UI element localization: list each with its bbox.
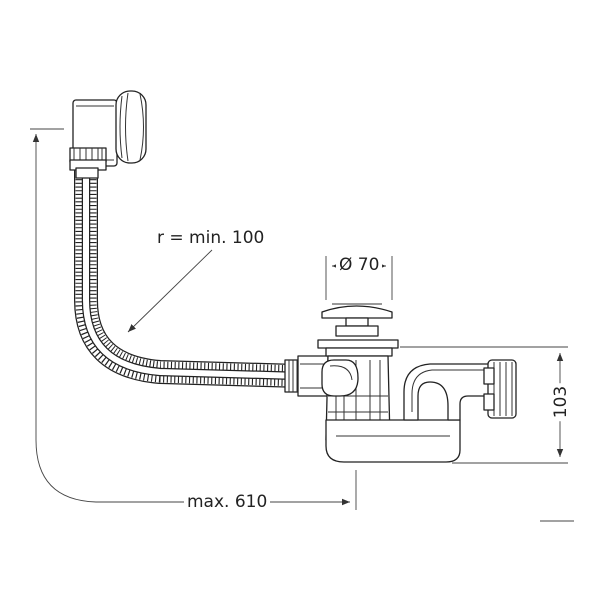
max-length-label: max. 610: [184, 492, 271, 512]
flexible-hose: [74, 168, 301, 388]
drain-body: [317, 303, 399, 441]
max-length-dimension: [30, 128, 357, 510]
diameter-label: Ø 70: [336, 255, 383, 275]
siphon-trap: [325, 359, 517, 463]
hose-connector: [284, 355, 329, 397]
overflow-head: [69, 90, 147, 179]
height-label: 103: [551, 382, 572, 422]
bend-radius-label: r = min. 100: [154, 228, 268, 248]
bend-radius-leader: [127, 249, 213, 333]
